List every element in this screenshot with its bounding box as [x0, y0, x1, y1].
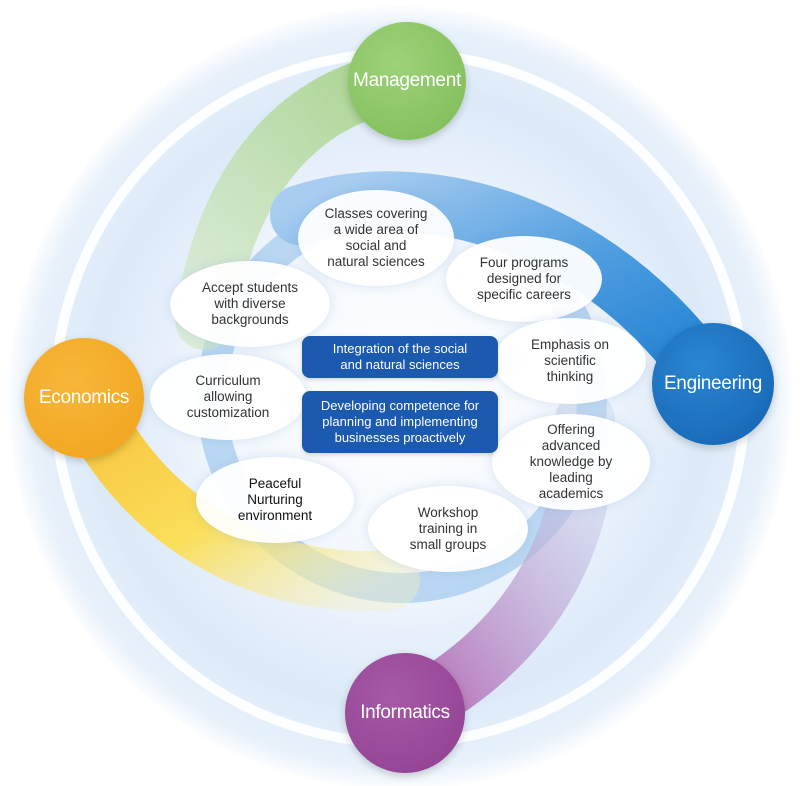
bubble-offering: Offering advanced knowledge by leading a… — [492, 414, 650, 510]
engineering-label: Engineering — [663, 373, 763, 394]
bubble-curriculum: Curriculum allowing customization — [150, 354, 306, 440]
informatics-node: Informatics — [345, 653, 465, 773]
bubble-workshop-text: Workshop training in small groups — [409, 505, 487, 552]
bubble-four-programs-text: Four programs designed for specific care… — [477, 255, 571, 302]
center-integration-text: Integration of the social and natural sc… — [332, 341, 468, 372]
management-node: Management — [348, 22, 466, 140]
bubble-classes: Classes covering a wide area of social a… — [298, 190, 454, 286]
bubble-classes-text: Classes covering a wide area of social a… — [324, 206, 428, 269]
center-box-developing: Developing competence for planning and i… — [302, 391, 498, 453]
bubble-curriculum-text: Curriculum allowing customization — [186, 373, 270, 420]
bubble-peaceful: Peaceful Nurturing environment — [196, 457, 354, 543]
bubble-four-programs: Four programs designed for specific care… — [446, 236, 602, 322]
bubble-peaceful-text: Peaceful Nurturing environment — [237, 476, 313, 523]
engineering-node: Engineering — [652, 323, 774, 445]
bubble-accept-students: Accept students with diverse backgrounds — [170, 261, 330, 347]
management-label: Management — [353, 70, 461, 91]
bubble-emphasis-text: Emphasis on scientific thinking — [530, 337, 610, 384]
informatics-label: Informatics — [360, 702, 450, 723]
bubble-accept-students-text: Accept students with diverse backgrounds — [201, 280, 299, 327]
center-developing-text: Developing competence for planning and i… — [320, 398, 480, 445]
economics-label: Economics — [38, 387, 130, 408]
bubble-offering-text: Offering advanced knowledge by leading a… — [529, 422, 613, 501]
center-box-integration: Integration of the social and natural sc… — [302, 336, 498, 378]
bubble-emphasis: Emphasis on scientific thinking — [494, 318, 646, 404]
economics-node: Economics — [24, 338, 144, 458]
bubble-workshop: Workshop training in small groups — [368, 486, 528, 572]
